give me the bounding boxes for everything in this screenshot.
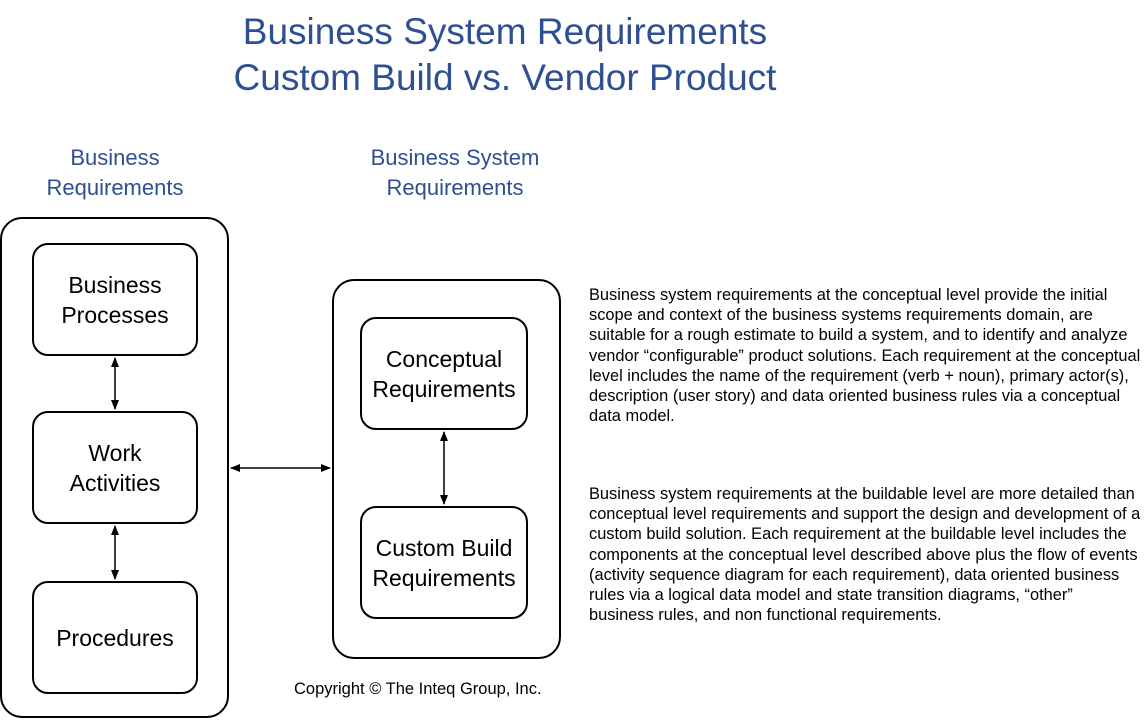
business-processes-line-2: Processes bbox=[61, 301, 169, 328]
conceptual-requirements-line-1: Conceptual bbox=[385, 345, 503, 372]
buildable-level-paragraph: Business system requirements at the buil… bbox=[589, 485, 1141, 625]
business-system-requirements-container bbox=[332, 279, 561, 659]
business-requirements-heading: Business Requirements bbox=[0, 143, 230, 203]
work-activities-line-2: Activities bbox=[69, 469, 161, 496]
work-activities-line-1: Work bbox=[88, 439, 142, 466]
conceptual-level-paragraph: Business system requirements at the conc… bbox=[589, 286, 1141, 426]
custom-build-requirements-line-1: Custom Build bbox=[375, 534, 513, 561]
procedures-box: Procedures bbox=[32, 581, 198, 694]
procedures-line-1: Procedures bbox=[56, 624, 174, 651]
work-activities-box: Work Activities bbox=[32, 411, 198, 524]
business-processes-line-1: Business bbox=[68, 271, 162, 298]
business-processes-box: Business Processes bbox=[32, 243, 198, 356]
business-system-requirements-heading-line-2: Requirements bbox=[386, 175, 524, 200]
custom-build-requirements-box: Custom Build Requirements bbox=[360, 506, 528, 619]
title-line-2: Custom Build vs. Vendor Product bbox=[233, 57, 777, 98]
business-requirements-heading-line-1: Business bbox=[70, 145, 160, 170]
business-system-requirements-heading: Business System Requirements bbox=[330, 143, 580, 203]
conceptual-requirements-box: Conceptual Requirements bbox=[360, 317, 528, 430]
title-line-1: Business System Requirements bbox=[242, 11, 768, 52]
conceptual-requirements-line-2: Requirements bbox=[372, 375, 516, 402]
copyright-notice: Copyright © The Inteq Group, Inc. bbox=[294, 680, 542, 698]
custom-build-requirements-line-2: Requirements bbox=[372, 564, 516, 591]
business-requirements-container bbox=[0, 217, 229, 718]
business-system-requirements-heading-line-1: Business System bbox=[370, 145, 540, 170]
business-requirements-heading-line-2: Requirements bbox=[46, 175, 184, 200]
